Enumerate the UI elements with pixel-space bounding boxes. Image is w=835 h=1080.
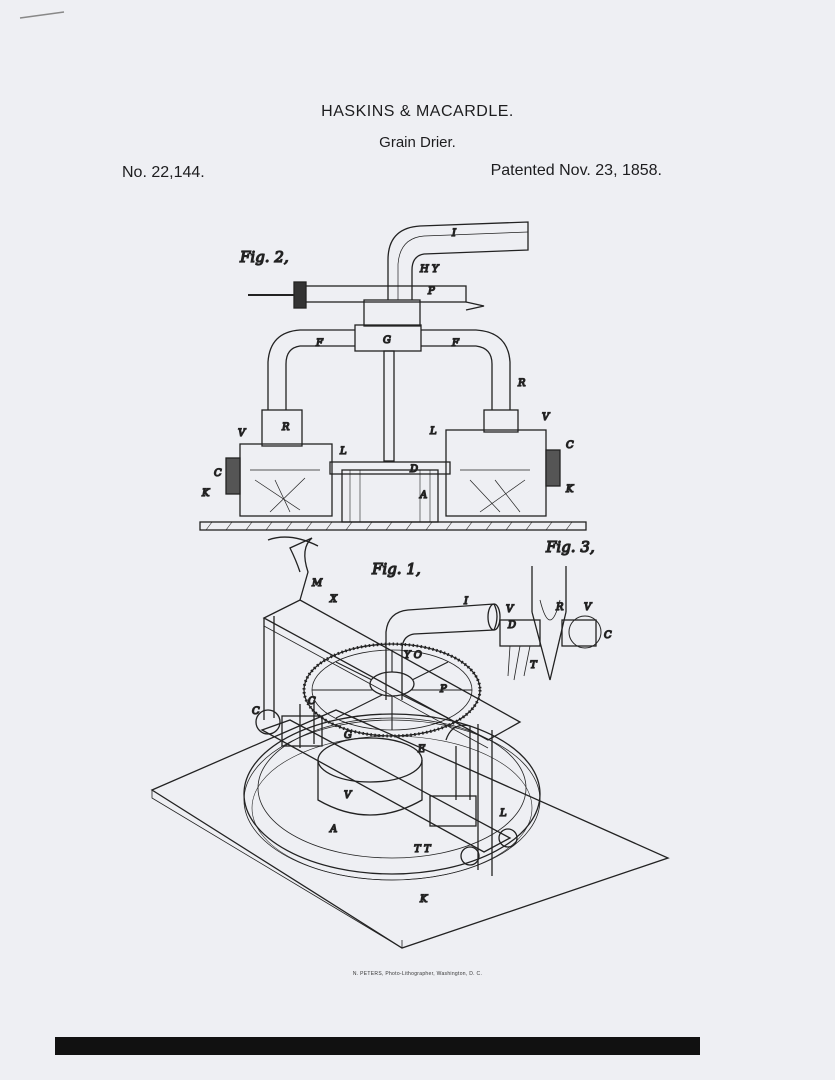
figure-3: Fig. 3, V V R D C T — [499, 537, 613, 681]
stray-mark — [19, 11, 65, 19]
fig3-duct — [531, 566, 567, 612]
fig1-roller-front — [460, 846, 480, 866]
svg-text:T: T — [530, 660, 538, 671]
svg-text:X: X — [329, 594, 338, 605]
svg-text:V: V — [584, 602, 593, 613]
svg-text:A: A — [419, 490, 427, 501]
svg-text:R: R — [281, 422, 290, 433]
fig1-left-pan — [281, 715, 323, 747]
svg-text:V: V — [542, 412, 551, 423]
patent-number: No. 22,144. — [122, 164, 205, 181]
svg-text:K: K — [565, 484, 574, 495]
svg-text:D: D — [507, 620, 516, 631]
patent-date: Patented Nov. 23, 1858. — [490, 162, 662, 179]
fig2-floor — [199, 521, 587, 531]
fig2-right-arm — [421, 329, 511, 410]
svg-text:A: A — [329, 824, 337, 835]
svg-text:L: L — [429, 426, 437, 437]
fig2-right-pan — [445, 429, 547, 517]
svg-text:V: V — [506, 604, 515, 615]
svg-text:G: G — [344, 730, 352, 741]
fig1-ring-track — [243, 713, 541, 875]
svg-text:Y O: Y O — [404, 650, 422, 661]
svg-text:F: F — [315, 338, 324, 349]
fig3-left-block — [499, 619, 541, 647]
svg-text:P: P — [439, 684, 447, 695]
fig1-label: Fig. 1, — [371, 560, 421, 578]
fig1-right-post — [477, 724, 493, 876]
fig1-top-beam — [262, 599, 522, 741]
svg-text:C: C — [214, 468, 222, 479]
svg-text:R: R — [517, 378, 526, 389]
fig2-left-pan — [239, 443, 333, 517]
svg-text:M: M — [311, 578, 323, 589]
fig1-duct — [385, 603, 498, 700]
invention-subject: Grain Drier. — [379, 134, 456, 151]
fig1-crank — [289, 537, 313, 601]
svg-text:R: R — [555, 602, 564, 613]
svg-text:L: L — [339, 446, 347, 457]
svg-text:G: G — [383, 335, 391, 346]
svg-text:P: P — [427, 286, 435, 297]
svg-text:T T: T T — [414, 844, 432, 855]
fig3-label: Fig. 3, — [545, 538, 595, 556]
svg-text:F: F — [451, 338, 460, 349]
fig1-right-pan — [429, 795, 477, 827]
fig1-left-roller — [255, 709, 281, 735]
figure-2: Fig. 2, — [199, 221, 587, 531]
fig2-left-arm — [267, 329, 355, 410]
svg-text:C: C — [308, 696, 316, 707]
svg-text:C: C — [604, 630, 612, 641]
svg-text:K: K — [201, 488, 210, 499]
lithographer-credit: N. PETERS, Photo-Lithographer, Washingto… — [352, 971, 483, 977]
svg-text:C: C — [566, 440, 574, 451]
fig1-drum — [317, 737, 423, 783]
fig2-post — [383, 350, 395, 462]
svg-text:K: K — [419, 894, 428, 905]
svg-text:D: D — [409, 464, 418, 475]
svg-text:I: I — [463, 596, 469, 607]
svg-text:V: V — [344, 790, 353, 801]
svg-text:V: V — [238, 428, 247, 439]
scan-edge-bar — [55, 1037, 700, 1055]
fig2-duct — [387, 221, 529, 300]
svg-text:E: E — [417, 744, 426, 755]
fig2-label: Fig. 2, — [239, 248, 289, 266]
fig1-left-post — [263, 616, 275, 720]
fig1-cross-bar — [260, 719, 512, 853]
svg-text:C: C — [252, 706, 260, 717]
fig1-roller-right — [498, 828, 518, 848]
inventors-heading: HASKINS & MACARDLE. — [321, 103, 514, 120]
fig3-right-block — [561, 619, 597, 647]
figure-1: Fig. 1, — [150, 536, 670, 949]
fig3-roller — [568, 615, 602, 649]
svg-text:I: I — [451, 228, 457, 239]
svg-text:L: L — [499, 808, 507, 819]
svg-text:H Y: H Y — [419, 264, 440, 275]
